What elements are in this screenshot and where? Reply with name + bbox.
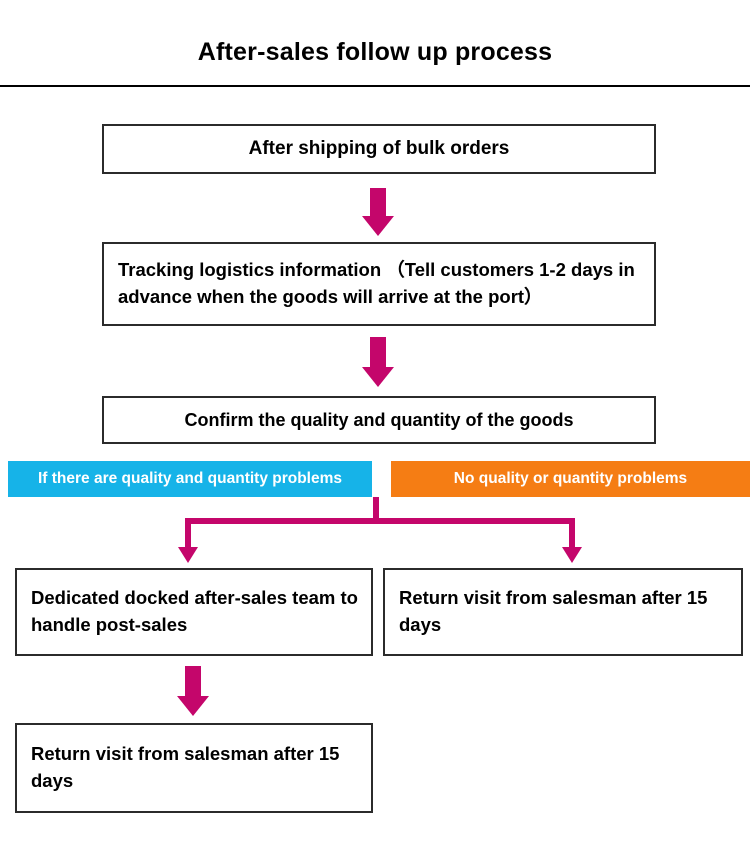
arrow-shaft bbox=[185, 666, 201, 698]
page-title: After-sales follow up process bbox=[197, 38, 553, 66]
arrow-down-icon bbox=[362, 337, 394, 389]
flow-step-dedicated-after-sales-team: Dedicated docked after-sales team to han… bbox=[15, 568, 373, 656]
flow-step-label: Tracking logistics information （Tell cus… bbox=[118, 259, 635, 307]
arrow-shaft bbox=[370, 188, 386, 218]
arrow-shaft bbox=[370, 337, 386, 369]
flow-step-return-visit-right: Return visit from salesman after 15 days bbox=[383, 568, 743, 656]
arrow-head bbox=[362, 216, 394, 236]
title-divider bbox=[0, 85, 750, 87]
connector-right-leg bbox=[569, 518, 575, 549]
flow-step-confirm-quality: Confirm the quality and quantity of the … bbox=[102, 396, 656, 444]
arrow-head bbox=[362, 367, 394, 387]
flow-step-return-visit-bottom: Return visit from salesman after 15 days bbox=[15, 723, 373, 813]
arrow-down-icon bbox=[177, 666, 209, 718]
branch-label-text: If there are quality and quantity proble… bbox=[37, 470, 343, 488]
connector-stem bbox=[373, 497, 379, 521]
arrow-head bbox=[177, 696, 209, 716]
branch-label-quality-problems: If there are quality and quantity proble… bbox=[8, 461, 372, 497]
flow-step-label: After shipping of bulk orders bbox=[248, 138, 510, 160]
flow-step-after-shipping: After shipping of bulk orders bbox=[102, 124, 656, 174]
flow-step-label: Dedicated docked after-sales team to han… bbox=[31, 587, 358, 635]
arrow-head-left bbox=[178, 547, 198, 563]
connector-horizontal-bar bbox=[185, 518, 575, 524]
connector-left-leg bbox=[185, 518, 191, 549]
arrow-down-icon bbox=[362, 188, 394, 236]
branch-label-text: No quality or quantity problems bbox=[453, 470, 688, 488]
branch-connector bbox=[178, 497, 582, 565]
flow-step-tracking-logistics: Tracking logistics information （Tell cus… bbox=[102, 242, 656, 326]
branch-label-no-problems: No quality or quantity problems bbox=[391, 461, 750, 497]
flow-step-label: Return visit from salesman after 15 days bbox=[31, 743, 340, 791]
arrow-head-right bbox=[562, 547, 582, 563]
flow-step-label: Return visit from salesman after 15 days bbox=[399, 587, 708, 635]
flow-step-label: Confirm the quality and quantity of the … bbox=[184, 409, 574, 430]
